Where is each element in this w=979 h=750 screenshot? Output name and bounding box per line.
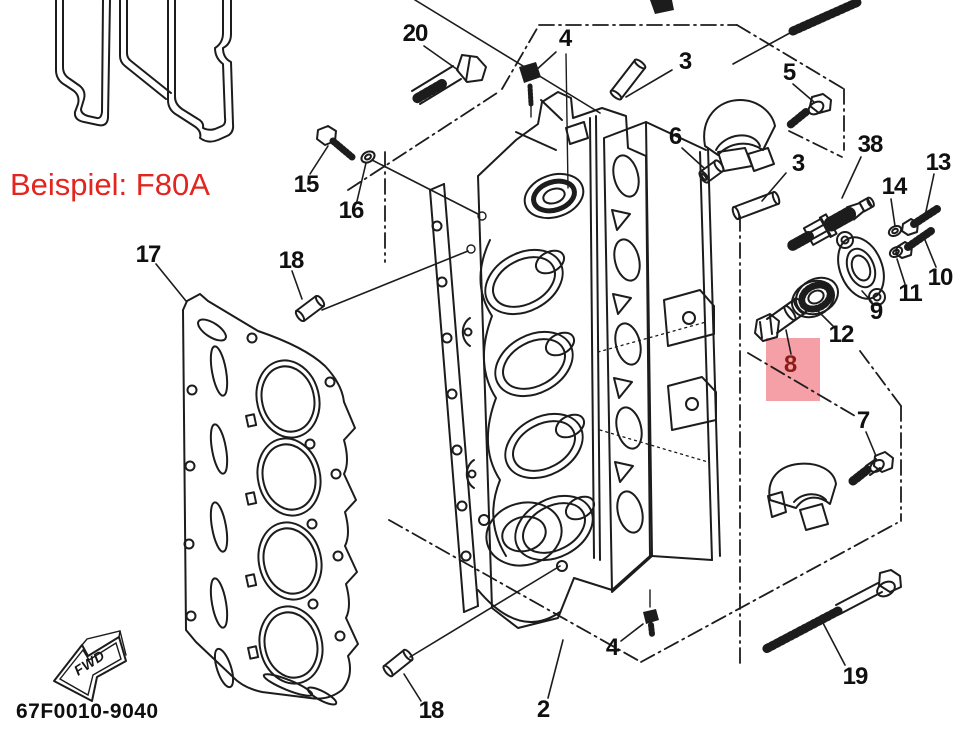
- part-bolt-13: [901, 205, 941, 236]
- part-cutoff-plug-and-stud: [650, 0, 863, 36]
- fwd-arrow: FWD: [53, 630, 127, 702]
- part-cover-9: [836, 231, 886, 306]
- callout-14[interactable]: 14: [881, 173, 908, 200]
- assembly-boundary-lines: [347, 24, 902, 665]
- callout-6[interactable]: 6: [668, 123, 682, 150]
- part-clamp-top: [703, 99, 776, 172]
- part-clamp-7: [767, 462, 837, 531]
- callout-5[interactable]: 5: [782, 59, 796, 86]
- callout-3-right[interactable]: 3: [791, 150, 805, 177]
- part-washer-14: [887, 224, 903, 238]
- callout-10[interactable]: 10: [927, 264, 954, 291]
- part-plug-4-top: [519, 62, 541, 118]
- callout-19[interactable]: 19: [842, 663, 869, 690]
- callout-17[interactable]: 17: [135, 241, 162, 268]
- part-washer-16: [360, 150, 376, 164]
- callout-16[interactable]: 16: [338, 197, 365, 224]
- callout-3-top[interactable]: 3: [678, 48, 692, 75]
- diagram-part-code: 67F0010-9040: [16, 700, 159, 723]
- callout-13[interactable]: 13: [925, 149, 952, 176]
- part-dowel-pin-18-lower: [382, 648, 414, 678]
- callout-4-top[interactable]: 4: [558, 25, 572, 52]
- part-washer-11: [888, 245, 904, 259]
- callout-20[interactable]: 20: [402, 20, 429, 47]
- callout-11[interactable]: 11: [898, 280, 922, 307]
- part-head-gasket: [182, 293, 359, 706]
- part-bushing-6: [698, 159, 725, 184]
- part-plug-4-bottom: [643, 589, 659, 637]
- part-cylinder-block: [429, 91, 721, 629]
- callout-18-lower[interactable]: 18: [418, 697, 445, 724]
- callout-12[interactable]: 12: [828, 321, 855, 348]
- part-dowel-pin-3-top: [609, 58, 647, 101]
- part-valve-cover-gasket: [55, 0, 235, 143]
- example-model-label: Beispiel: F80A: [10, 167, 210, 202]
- part-dowel-pin-3-right: [731, 190, 781, 221]
- callout-8-highlighted[interactable]: 8: [783, 351, 797, 378]
- part-bolt-20: [411, 54, 487, 105]
- part-bolt-15: [316, 125, 356, 161]
- part-bolt-7: [848, 451, 894, 486]
- part-dowel-pin-18-upper: [294, 294, 326, 323]
- callout-7[interactable]: 7: [856, 407, 870, 434]
- callout-4-bottom[interactable]: 4: [605, 634, 619, 661]
- callout-38[interactable]: 38: [857, 131, 884, 158]
- callout-9[interactable]: 9: [869, 298, 883, 325]
- callout-15[interactable]: 15: [293, 171, 320, 198]
- part-anode-8: [754, 297, 808, 342]
- callout-18-upper[interactable]: 18: [278, 247, 305, 274]
- part-bolt-19: [761, 569, 902, 654]
- part-bolt-5: [786, 93, 832, 129]
- callout-2[interactable]: 2: [536, 696, 550, 723]
- part-spark-plug-38: [787, 196, 875, 251]
